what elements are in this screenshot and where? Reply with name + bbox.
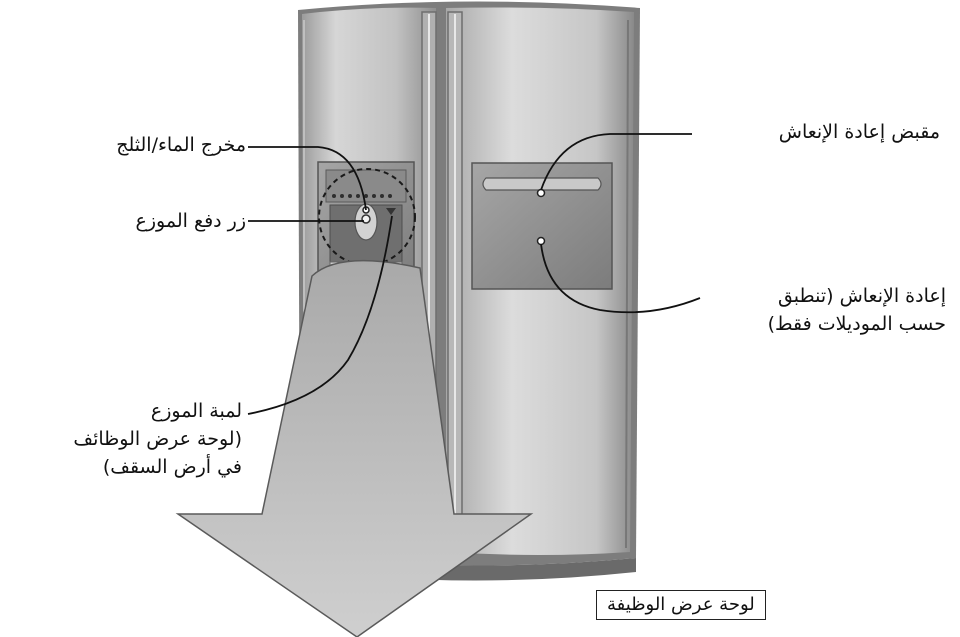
label-refresh-note-line-1: إعادة الإنعاش (تنطبق: [777, 285, 946, 307]
label-refresh-note-line-2: حسب الموديلات فقط): [767, 313, 946, 335]
leader-dispenser-lamp: [247, 215, 393, 415]
label-dispenser-lamp-line-2: (لوحة عرض الوظائف: [73, 428, 242, 450]
label-refresh-handle: مقبض إعادة الإنعاش: [778, 121, 940, 143]
leader-refresh-handle: [540, 133, 692, 191]
refresh-panel: [471, 162, 613, 290]
leader-lines: [247, 133, 701, 415]
leader-refresh: [540, 243, 701, 314]
label-dispenser-button: زر دفع الموزع: [135, 210, 246, 232]
label-refresh-note: إعادة الإنعاش (تنطبق حسب الموديلات فقط): [706, 282, 946, 338]
label-function-panel: لوحة عرض الوظيفة: [596, 590, 766, 620]
label-dispenser-lamp-line-3: في أرض السقف): [102, 456, 242, 478]
big-down-arrow: [175, 259, 534, 637]
label-dispenser-lamp: لمبة الموزع (لوحة عرض الوظائف في أرض الس…: [6, 397, 242, 481]
leader-water-outlet: [248, 146, 367, 211]
refresh-handle: [482, 177, 602, 191]
label-dispenser-lamp-line-1: لمبة الموزع: [150, 400, 242, 422]
label-water-ice-outlet: مخرج الماء/الثلج: [116, 134, 246, 156]
